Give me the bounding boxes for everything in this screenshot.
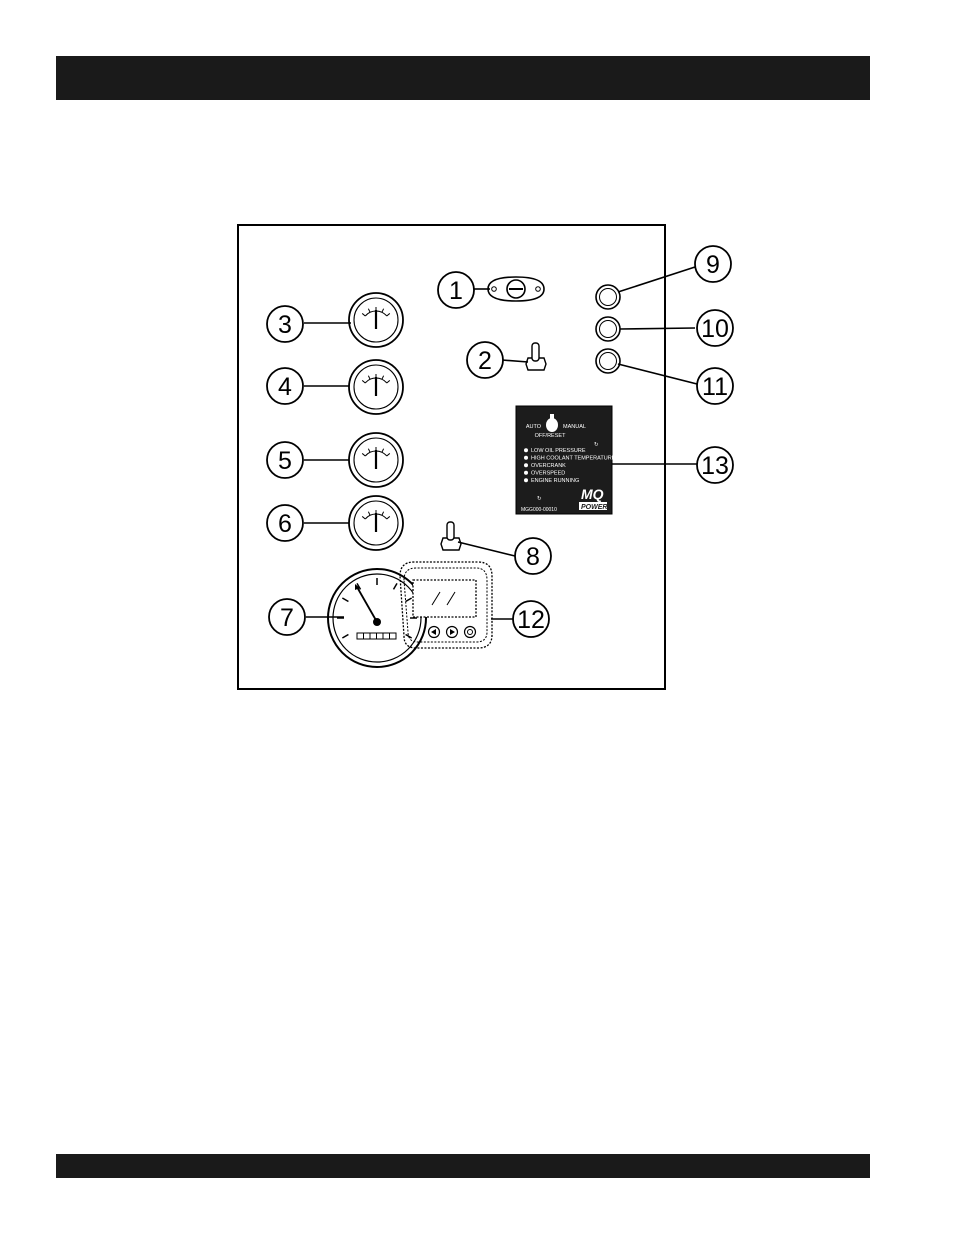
callout-number: 13	[701, 452, 729, 480]
callout-number: 9	[706, 251, 720, 279]
alarm-label: OVERSPEED	[531, 471, 565, 477]
alarm-label: ENGINE RUNNING	[531, 478, 579, 484]
callout-number: 1	[449, 277, 463, 305]
tachometer-gauge	[328, 569, 426, 667]
alarm-label: LOW OIL PRESSURE	[531, 448, 586, 454]
callout-1: 1	[438, 272, 474, 308]
gauge-4	[349, 360, 403, 414]
controller-mode-manual: MANUAL	[563, 424, 586, 430]
mq-power-logo: MQ POWER	[579, 486, 607, 511]
alarm-indicator: OVERSPEED	[524, 471, 565, 477]
callout-number: 5	[278, 447, 292, 475]
callout-4: 4	[267, 368, 303, 404]
indicator-lamp-10	[596, 317, 620, 341]
controller-mode-auto: AUTO	[526, 424, 542, 430]
callout-7: 7	[269, 599, 305, 635]
callout-3: 3	[267, 306, 303, 342]
callout-number: 4	[278, 373, 292, 401]
alarm-label: HIGH COOLANT TEMPERATURE	[531, 456, 616, 462]
svg-text:MQ: MQ	[581, 486, 604, 502]
indicator-lamp-11	[596, 349, 620, 373]
alarm-indicator: HIGH COOLANT TEMPERATURE	[524, 456, 616, 462]
callout-number: 10	[701, 315, 729, 343]
callout-12: 12	[513, 601, 549, 637]
callout-number: 11	[702, 373, 728, 401]
callout-11: 11	[697, 368, 733, 404]
engine-controller[interactable]: AUTO MANUAL OFF/RESET ↻ LOW OIL PRESSURE…	[516, 406, 616, 514]
callout-number: 8	[526, 543, 540, 571]
callout-number: 12	[517, 606, 545, 634]
alarm-label: OVERCRANK	[531, 463, 566, 469]
callout-10: 10	[697, 310, 733, 346]
controller-model: MGG000-00010	[521, 507, 557, 513]
callout-number: 7	[280, 604, 294, 632]
alarm-indicator: OVERCRANK	[524, 463, 566, 469]
callout-13: 13	[697, 447, 733, 483]
callout-5: 5	[267, 442, 303, 478]
callout-number: 6	[278, 510, 292, 538]
ignition-switch[interactable]	[488, 277, 544, 301]
indicator-lamp-9	[596, 285, 620, 309]
gauge-3	[349, 293, 403, 347]
callout-2: 2	[467, 342, 503, 378]
alarm-indicator: ENGINE RUNNING	[524, 478, 579, 484]
gauge-5	[349, 433, 403, 487]
callout-number: 2	[478, 347, 492, 375]
callout-number: 3	[278, 311, 292, 339]
callout-8: 8	[515, 538, 551, 574]
callout-6: 6	[267, 505, 303, 541]
controller-mode-off: OFF/RESET	[535, 433, 567, 439]
arrow-mark: ↻	[537, 495, 542, 502]
svg-text:POWER: POWER	[581, 504, 607, 511]
alarm-indicator: LOW OIL PRESSURE	[524, 448, 586, 454]
arrow-mark: ↻	[594, 441, 599, 448]
gauge-6	[349, 496, 403, 550]
callout-9: 9	[695, 246, 731, 282]
